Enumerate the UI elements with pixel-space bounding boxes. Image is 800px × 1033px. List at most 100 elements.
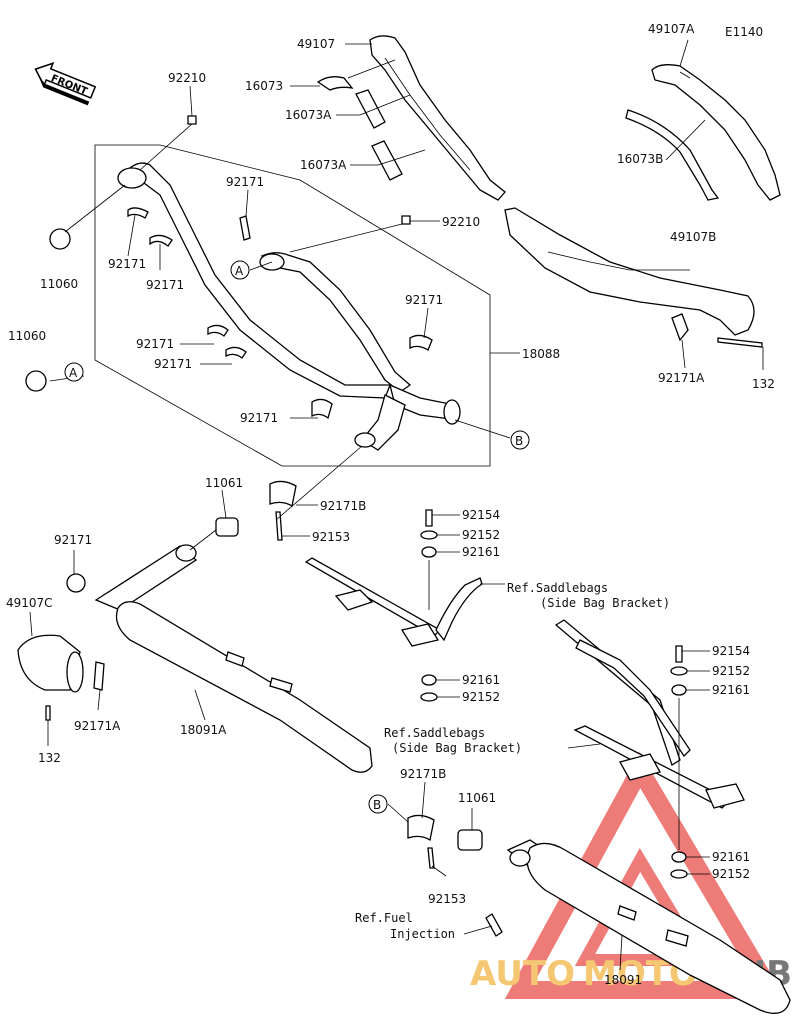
label-49107b: 49107B (670, 230, 716, 244)
label-92152-2: 92152 (462, 690, 500, 704)
clamp-92171-2 (149, 234, 173, 247)
grommet-92161-3 (671, 684, 687, 696)
label-11061-bottom: 11061 (458, 791, 496, 805)
label-49107a: 49107A (648, 22, 695, 36)
washer-92152-4 (670, 869, 688, 879)
label-92171-1: 92171 (108, 257, 146, 271)
label-92171-3: 92171 (136, 337, 174, 351)
clamp-92171-6 (409, 334, 433, 351)
bracket-18091a-1 (225, 651, 245, 667)
label-11060-1: 11060 (40, 277, 78, 291)
label-18091a: 18091A (180, 723, 227, 737)
clamp-92171-3 (207, 324, 229, 337)
bracket-18091-1 (617, 905, 637, 921)
label-92171-5: 92171 (240, 411, 278, 425)
label-92154-1: 92154 (462, 508, 500, 522)
label-side-bag-bracket-2: (Side Bag Bracket) (392, 741, 522, 755)
label-11061-top: 11061 (205, 476, 243, 490)
end-cap-49107c (17, 634, 84, 693)
collar-11061-top (215, 517, 239, 537)
label-92154-2: 92154 (712, 644, 750, 658)
label-92171a-left: 92171A (74, 719, 121, 733)
screw-132-right (717, 337, 763, 348)
clamp-92171-7 (239, 215, 251, 241)
label-92171-2: 92171 (146, 278, 184, 292)
label-16073b: 16073B (617, 152, 663, 166)
heat-shield-49107 (369, 35, 506, 201)
label-16073a-2: 16073A (300, 158, 347, 172)
watermark-auto: AUTO (470, 954, 575, 994)
label-92171-6: 92171 (405, 293, 443, 307)
label-132-left: 132 (38, 751, 61, 765)
label-92171b-top: 92171B (320, 499, 366, 513)
label-92161-2: 92161 (462, 673, 500, 687)
band-16073b (625, 109, 720, 201)
svg-text:B: B (373, 798, 381, 812)
bracket-92171a-left (93, 661, 105, 691)
label-92161-1: 92161 (462, 545, 500, 559)
label-ref-saddlebags-2: Ref.Saddlebags (384, 726, 485, 740)
washer-92152-1 (420, 530, 438, 540)
label-ref-saddlebags-1: Ref.Saddlebags (507, 581, 608, 595)
saddlebag-bracket-upper (304, 557, 483, 647)
washer-92152-3 (670, 666, 688, 676)
bolt-92154-2 (675, 645, 683, 663)
label-16073a-1: 16073A (285, 108, 332, 122)
label-49107c: 49107C (6, 596, 53, 610)
svg-text:A: A (235, 264, 244, 278)
label-92161-3: 92161 (712, 683, 750, 697)
heat-shield-49107b (504, 207, 755, 336)
label-16073: 16073 (245, 79, 283, 93)
label-92171a-right: 92171A (658, 371, 705, 385)
heat-shield-49107a (651, 64, 781, 201)
leader-lines (29, 39, 764, 971)
label-132-right: 132 (752, 377, 775, 391)
clamp-92171b-top (269, 480, 297, 508)
callout-a-upper: A (230, 260, 250, 280)
label-92152-3: 92152 (712, 664, 750, 678)
label-92152-4: 92152 (712, 867, 750, 881)
clip-16073 (316, 76, 354, 91)
gasket-11060-2 (25, 370, 47, 392)
label-fuel-injection: Injection (390, 927, 455, 941)
nut-92210-top (187, 115, 197, 125)
label-92153-bottom: 92153 (428, 892, 466, 906)
front-arrow-icon: FRONT (34, 62, 97, 106)
clamp-92171-5 (311, 398, 333, 420)
callout-b-lower: B (368, 794, 388, 814)
label-92153-top: 92153 (312, 530, 350, 544)
clamp-92171-4 (225, 346, 247, 359)
band-16073a-2 (371, 140, 403, 181)
label-49107: 49107 (297, 37, 335, 51)
callout-b-upper: B (510, 430, 530, 450)
exhaust-pipe-18088 (94, 144, 491, 467)
clamp-92171-1 (127, 207, 149, 219)
svg-text:B: B (515, 434, 523, 448)
label-92171b-bottom: 92171B (400, 767, 446, 781)
clamp-92171b-bottom (407, 814, 435, 842)
label-18088: 18088 (522, 347, 560, 361)
label-92210-top: 92210 (168, 71, 206, 85)
muffler-18091a (94, 544, 373, 773)
callout-a-left: A (64, 362, 84, 382)
label-18091: 18091 (604, 973, 642, 987)
collar-11061-bottom (457, 829, 483, 851)
screw-132-left (45, 705, 51, 721)
svg-text:A: A (69, 366, 78, 380)
band-16073a-1 (355, 89, 386, 129)
label-92152-1: 92152 (462, 528, 500, 542)
bolt-92154-1 (425, 509, 433, 527)
label-92171-left: 92171 (54, 533, 92, 547)
washer-92152-2 (420, 692, 438, 702)
label-side-bag-bracket-1: (Side Bag Bracket) (540, 596, 670, 610)
diagram-code: E1140 (725, 25, 763, 39)
bracket-18091-2 (665, 929, 689, 947)
fuel-injection-sensor (485, 913, 503, 937)
label-ref-fuel: Ref.Fuel (355, 911, 413, 925)
bolt-92153-bottom (427, 847, 435, 869)
label-11060-2: 11060 (8, 329, 46, 343)
grommet-92161-4 (671, 851, 687, 863)
muffler-18091 (506, 839, 791, 1014)
